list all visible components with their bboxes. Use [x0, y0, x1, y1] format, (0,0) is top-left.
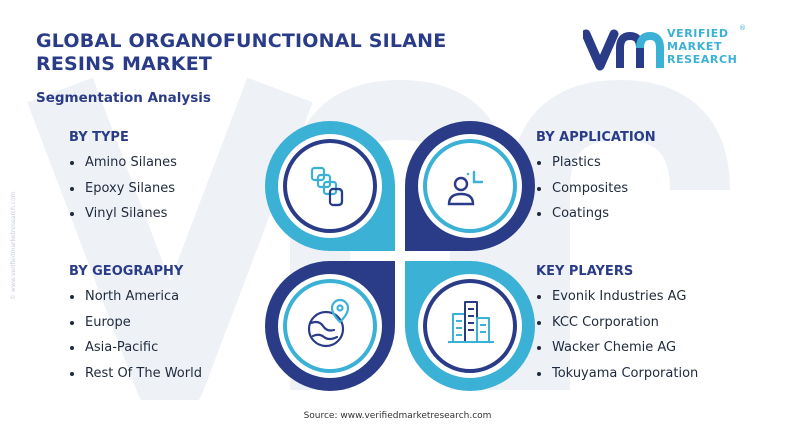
buildings-icon [448, 301, 494, 343]
person-chart-icon [447, 170, 484, 206]
segment-heading: BY GEOGRAPHY [69, 264, 184, 279]
list-item: Coatings [536, 205, 656, 231]
segment-by-type: BY TYPE Amino Silanes Epoxy Silanes Viny… [69, 130, 177, 231]
logo-line-2: MARKET [667, 40, 723, 53]
logo-line-3: RESEARCH [667, 53, 738, 66]
logo-line-1: VERIFIED [667, 27, 729, 40]
quadrant-top-right [405, 121, 535, 251]
list-item: Rest Of The World [69, 365, 202, 391]
registered-mark: ® [739, 24, 746, 32]
quadrant-bottom-right [405, 261, 535, 391]
segment-by-application: BY APPLICATION Plastics Composites Coati… [536, 130, 656, 231]
list-item: Tokuyama Corporation [536, 365, 698, 391]
company-logo: VERIFIED MARKET RESEARCH ® [583, 24, 763, 74]
segment-list: North America Europe Asia-Pacific Rest O… [69, 288, 202, 390]
globe-pin-icon [307, 298, 350, 348]
quadrant-top-left [265, 121, 395, 251]
list-item: Europe [69, 314, 202, 340]
segment-list: Evonik Industries AG KCC Corporation Wac… [536, 288, 698, 390]
list-item: Asia-Pacific [69, 339, 202, 365]
segment-by-geography: BY GEOGRAPHY North America Europe Asia-P… [69, 264, 202, 390]
list-item: Plastics [536, 154, 656, 180]
quadrant-bottom-left [265, 261, 395, 391]
segmentation-quadrant [265, 121, 535, 391]
list-item: Evonik Industries AG [536, 288, 698, 314]
segment-heading: BY APPLICATION [536, 130, 656, 145]
segment-list: Plastics Composites Coatings [536, 154, 656, 231]
segment-heading: BY TYPE [69, 130, 129, 145]
source-note: Source: www.verifiedmarketresearch.com [303, 411, 492, 421]
list-item: Amino Silanes [69, 154, 177, 180]
blocks-icon [310, 166, 344, 207]
segment-key-players: KEY PLAYERS Evonik Industries AG KCC Cor… [536, 264, 698, 390]
logo-text: VERIFIED MARKET RESEARCH [667, 27, 737, 66]
logo-mark-icon [583, 29, 664, 71]
side-copyright: © www.verifiedmarketresearch.com [10, 191, 17, 300]
list-item: Composites [536, 180, 656, 206]
page-title: GLOBAL ORGANOFUNCTIONAL SILANE RESINS MA… [36, 30, 476, 76]
segment-heading: KEY PLAYERS [536, 264, 634, 279]
title-line-1: GLOBAL ORGANOFUNCTIONAL SILANE [36, 30, 447, 52]
title-line-2: RESINS MARKET [36, 53, 213, 75]
list-item: Epoxy Silanes [69, 180, 177, 206]
list-item: Vinyl Silanes [69, 205, 177, 231]
segment-list: Amino Silanes Epoxy Silanes Vinyl Silane… [69, 154, 177, 231]
subtitle: Segmentation Analysis [36, 90, 211, 106]
list-item: North America [69, 288, 202, 314]
list-item: Wacker Chemie AG [536, 339, 698, 365]
list-item: KCC Corporation [536, 314, 698, 340]
